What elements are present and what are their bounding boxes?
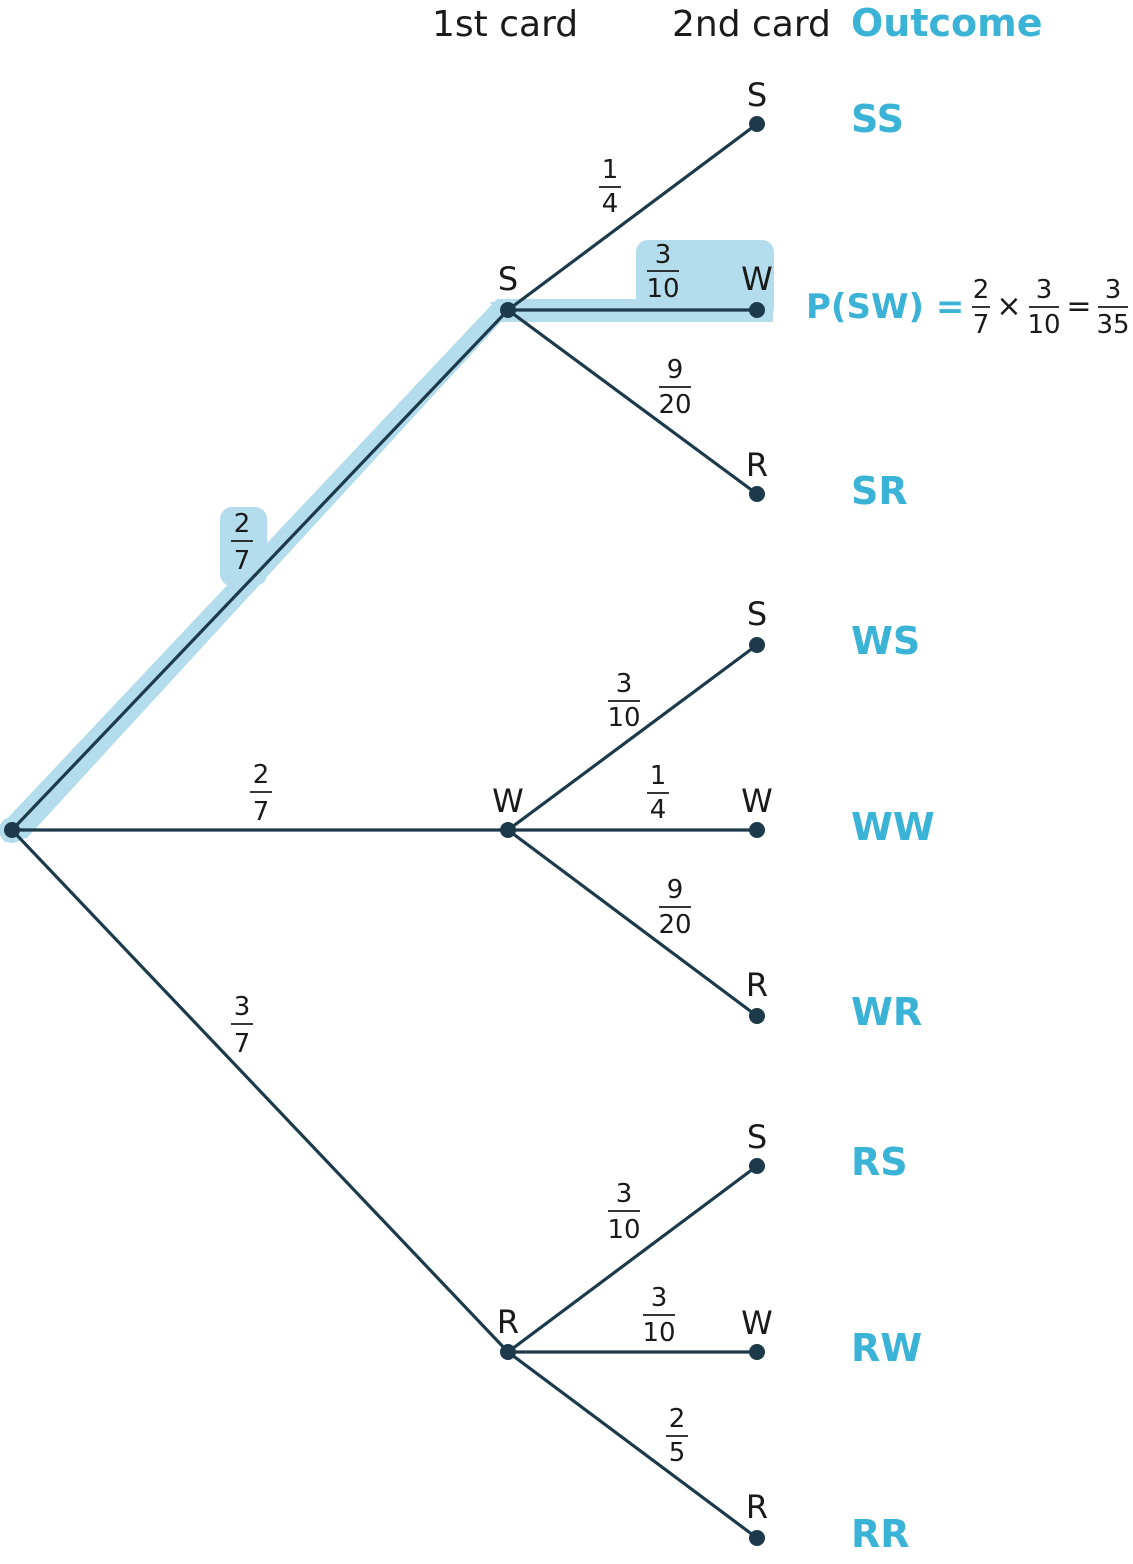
prob-num: 3 (655, 240, 672, 270)
prob-root-r: 3 7 (231, 992, 253, 1059)
branch-s-s (506, 122, 759, 312)
prob-num: 2 (234, 509, 251, 539)
branch-r-r (506, 1350, 759, 1540)
outcome-sr: SR (851, 469, 908, 513)
node-first-w (500, 822, 516, 838)
node-first-s (500, 302, 516, 318)
prob-r-r: 2 5 (666, 1404, 688, 1468)
prob-num: 3 (234, 992, 251, 1022)
header-first-card: 1st card (432, 4, 578, 45)
formula-equals: = (1066, 289, 1091, 324)
node-label-ss: S (747, 76, 767, 114)
node-label-rr: R (746, 1488, 768, 1526)
node-label-sr: R (746, 446, 768, 484)
node-ss (749, 116, 765, 132)
node-label-sw: W (741, 260, 773, 298)
branch-r-s (506, 1164, 759, 1354)
prob-num: 2 (669, 1404, 686, 1434)
node-label-rw: W (741, 1304, 773, 1342)
formula-f2-den: 10 (1027, 310, 1060, 340)
formula-f2-num: 3 (1036, 275, 1053, 305)
prob-den: 20 (658, 910, 691, 940)
node-label-first-r: R (497, 1303, 519, 1341)
prob-num: 2 (253, 760, 270, 790)
prob-den: 7 (253, 797, 270, 827)
header-second-card: 2nd card (672, 4, 831, 45)
prob-num: 9 (667, 875, 684, 905)
prob-num: 3 (616, 1179, 633, 1209)
prob-den: 10 (607, 703, 640, 733)
prob-den: 4 (650, 795, 667, 825)
prob-den: 10 (642, 1318, 675, 1348)
node-sr (749, 486, 765, 502)
outcome-wr: WR (851, 990, 922, 1034)
branch-w-r (506, 828, 759, 1018)
prob-root-w: 2 7 (250, 760, 272, 827)
formula-f1-num: 2 (973, 275, 990, 305)
branch-w-s (506, 643, 759, 832)
node-label-first-w: W (492, 782, 524, 820)
prob-s-s: 1 4 (599, 155, 621, 219)
prob-den: 7 (234, 1029, 251, 1059)
formula-f3-num: 3 (1105, 275, 1122, 305)
formula-f1-den: 7 (973, 310, 990, 340)
formula-lhs: P(SW) = (806, 287, 964, 327)
node-label-rs: S (747, 1118, 767, 1156)
prob-num: 1 (650, 761, 667, 791)
node-label-first-s: S (498, 260, 518, 298)
node-label-ws: S (747, 595, 767, 633)
prob-s-w: 3 10 (646, 240, 679, 304)
node-ws (749, 637, 765, 653)
highlight-path (0, 240, 774, 843)
root-node (4, 822, 20, 838)
prob-num: 1 (602, 155, 619, 185)
prob-den: 10 (607, 1215, 640, 1245)
prob-s-r: 9 20 (658, 355, 691, 420)
formula-times: × (996, 289, 1021, 324)
formula-psw: P(SW) = 2 7 × 3 10 = 3 35 (806, 275, 1130, 340)
prob-num: 9 (667, 355, 684, 385)
prob-num: 3 (616, 669, 633, 699)
branch-s-r (506, 308, 759, 496)
prob-w-r: 9 20 (658, 875, 691, 940)
prob-r-s: 3 10 (607, 1179, 640, 1245)
node-label-ww: W (741, 782, 773, 820)
prob-w-w: 1 4 (647, 761, 669, 825)
outcome-ww: WW (851, 805, 935, 849)
node-rw (749, 1344, 765, 1360)
prob-r-w: 3 10 (642, 1283, 675, 1348)
node-wr (749, 1008, 765, 1024)
node-rs (749, 1158, 765, 1174)
node-first-r (500, 1344, 516, 1360)
outcome-rw: RW (851, 1326, 922, 1370)
outcome-ss: SS (851, 97, 904, 141)
prob-den: 5 (669, 1438, 686, 1468)
node-label-wr: R (746, 966, 768, 1004)
prob-num: 3 (651, 1283, 668, 1313)
prob-den: 10 (646, 274, 679, 304)
outcome-rr: RR (851, 1512, 910, 1556)
formula-f3-den: 35 (1096, 310, 1129, 340)
branch-root-r (10, 828, 510, 1354)
node-ww (749, 822, 765, 838)
prob-den: 20 (658, 390, 691, 420)
prob-den: 4 (602, 189, 619, 219)
outcome-ws: WS (851, 619, 920, 663)
node-sw (749, 302, 765, 318)
outcome-rs: RS (851, 1140, 908, 1184)
node-rr (749, 1530, 765, 1546)
prob-root-s: 2 7 (231, 509, 253, 576)
prob-den: 7 (234, 546, 251, 576)
header-outcome: Outcome (851, 1, 1043, 45)
prob-w-s: 3 10 (607, 669, 640, 733)
branch-root-s (10, 308, 510, 832)
